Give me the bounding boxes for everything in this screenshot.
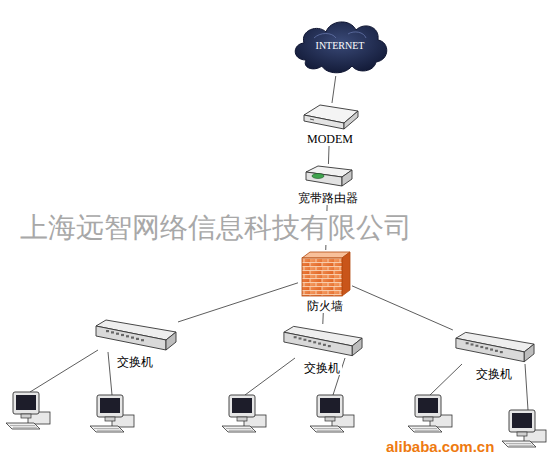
device-label: 宽带路由器 bbox=[296, 191, 360, 205]
network-link bbox=[332, 76, 336, 103]
watermark: alibaba.com.cn bbox=[386, 438, 494, 456]
firewall-device: 防火墙 bbox=[298, 250, 352, 313]
router-icon bbox=[300, 164, 356, 190]
switch-device: 交换机 bbox=[452, 330, 536, 381]
router-device: 宽带路由器 bbox=[294, 164, 362, 205]
network-link bbox=[328, 146, 330, 164]
device-label: 防火墙 bbox=[305, 299, 345, 313]
network-link bbox=[322, 313, 323, 324]
switch-device: 交换机 bbox=[280, 324, 364, 375]
device-label: MODEM bbox=[305, 132, 355, 146]
switch-icon bbox=[92, 318, 178, 354]
firewall-icon bbox=[298, 250, 352, 298]
link-line bbox=[328, 146, 330, 164]
device-label: 交换机 bbox=[302, 361, 342, 375]
switch-device: 交换机 bbox=[92, 318, 178, 369]
link-line bbox=[352, 286, 453, 330]
link-line bbox=[322, 313, 323, 324]
switch-icon bbox=[280, 324, 364, 360]
device-label: 交换机 bbox=[115, 355, 155, 369]
device-label: 交换机 bbox=[474, 367, 514, 381]
switch-icon bbox=[452, 330, 536, 366]
link-line bbox=[178, 283, 298, 322]
network-link bbox=[352, 286, 453, 330]
internet-cloud: INTERNET bbox=[288, 16, 392, 76]
modem-icon bbox=[300, 103, 360, 131]
cloud-label: INTERNET bbox=[316, 40, 365, 52]
network-link bbox=[178, 283, 298, 322]
link-line bbox=[332, 76, 336, 103]
modem-device: MODEM bbox=[300, 103, 360, 146]
watermark: 上海远智网络信息科技有限公司 bbox=[18, 211, 414, 245]
